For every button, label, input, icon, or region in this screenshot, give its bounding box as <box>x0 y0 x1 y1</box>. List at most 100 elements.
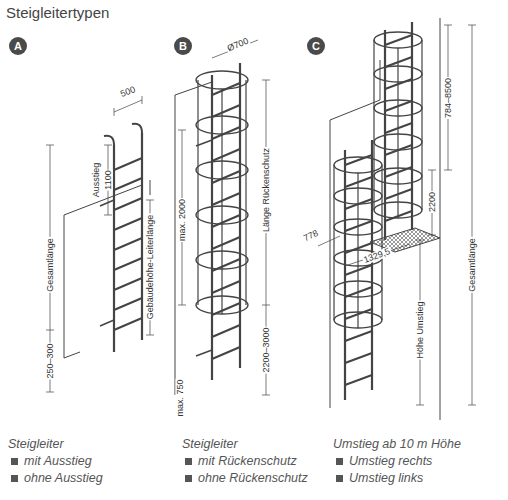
dimension-line <box>416 240 424 405</box>
dimension-line <box>318 236 340 246</box>
dimension-line <box>468 25 476 405</box>
dimension-label: Gesamtlänge <box>46 237 55 293</box>
ladder-rung <box>212 325 240 337</box>
panel-letter: B <box>174 37 192 55</box>
ladder-rung <box>345 309 372 319</box>
ladder-rail <box>141 133 143 340</box>
exit-handle <box>104 124 142 145</box>
building-outline <box>64 180 150 358</box>
wall-bracket <box>196 350 212 356</box>
dimension-line <box>178 130 186 305</box>
title: Steigleitertypen <box>6 4 109 21</box>
caption-item: Umstieg links <box>349 472 423 485</box>
ladder-rung <box>385 123 412 133</box>
ladder-rung <box>114 318 142 330</box>
panel-letter: A <box>9 37 27 55</box>
caption-item: Umstieg rechts <box>349 455 432 468</box>
cage-hoop <box>196 71 248 89</box>
wall-bracket <box>100 320 114 326</box>
cage-hoop <box>334 312 382 328</box>
dimension-line <box>444 25 452 170</box>
cage-hoop <box>334 188 382 204</box>
cage-hoop <box>374 202 422 218</box>
ladder-rung <box>385 101 412 111</box>
cage-hoop <box>196 116 248 134</box>
transfer-platform <box>370 228 440 252</box>
bullet-square <box>336 475 343 482</box>
caption-heading: Steigleiter <box>182 438 238 451</box>
cage-hoop <box>334 157 382 173</box>
cage-hoop <box>334 281 382 297</box>
ladder-rung <box>212 237 240 249</box>
dimension-label: Länge Rückenschutz <box>262 147 271 233</box>
dimension-line <box>428 170 436 235</box>
caption-item: mit Ausstieg <box>24 455 92 468</box>
dimension-label: max. 2000 <box>178 198 187 242</box>
panel-letter: C <box>307 37 325 55</box>
dimension-line <box>262 80 270 395</box>
dimension-line <box>46 145 54 392</box>
ladder-rung <box>345 353 372 363</box>
cage-hoop <box>374 66 422 82</box>
dimension-label: Gesamtlänge <box>468 237 477 293</box>
dimension-label: 2200 <box>428 191 437 213</box>
ladder-rung <box>114 218 142 230</box>
bullet-square <box>11 458 18 465</box>
ladder-rung <box>345 243 372 253</box>
ladder-rung <box>114 178 142 190</box>
ladder-rung <box>212 149 240 161</box>
dimension-label: Höhe Umstieg <box>416 300 425 359</box>
dimension-label: Ø700 <box>225 36 251 53</box>
cage-hoop <box>374 134 422 150</box>
wall-bracket <box>100 200 114 206</box>
cage-hoop <box>334 219 382 235</box>
ladder-rail <box>411 22 413 230</box>
dimension-label: 778 <box>301 228 320 243</box>
bullet-square <box>11 475 18 482</box>
dimension-label: 250–300 <box>46 342 55 379</box>
caption-item: mit Rückenschutz <box>198 455 297 468</box>
ladder-rung <box>212 105 240 117</box>
cage-hoop <box>196 251 248 269</box>
wall-outline <box>330 18 440 420</box>
ladder-rung <box>385 189 412 199</box>
caption-heading: Umstieg ab 10 m Höhe <box>333 438 461 451</box>
bullet-square <box>185 458 192 465</box>
dimension-label: 1100 <box>104 169 113 190</box>
cage-hoop <box>196 161 248 179</box>
dimension-label: 500 <box>118 85 137 99</box>
ladder-rung <box>114 298 142 310</box>
ladder-rung <box>212 281 240 293</box>
dimension-label: Gebäudehöhe-Leiterlänge <box>146 214 155 321</box>
cage-hoop <box>374 168 422 184</box>
cage-hoop <box>196 296 248 314</box>
dimension-label: max. 750 <box>176 378 185 417</box>
cage-bar <box>198 80 246 314</box>
panel-letter-circle: A <box>9 37 27 55</box>
cage-bar <box>334 40 422 328</box>
letter-circle <box>174 37 192 55</box>
ladder-rung <box>114 238 142 250</box>
letter-circle <box>307 37 325 55</box>
bullet-square <box>336 458 343 465</box>
ladder-rung <box>114 258 142 270</box>
cage-hoop <box>196 206 248 224</box>
wall-bracket <box>196 140 212 146</box>
ladder-rung <box>345 177 372 187</box>
dimension-label: 2200–3000 <box>262 326 271 373</box>
dimension-line <box>114 96 142 116</box>
dimension-label: 784–8500 <box>444 77 453 119</box>
panel-letter-circle: B <box>174 37 192 55</box>
caption-item: ohne Ausstieg <box>24 472 103 485</box>
ladder-rung <box>212 347 240 359</box>
ladder-rung <box>345 375 372 385</box>
cage-hoop <box>374 100 422 116</box>
cage-hoop <box>374 32 422 48</box>
ladder-rung <box>114 198 142 210</box>
ladder-rung <box>385 211 412 221</box>
ladder-rung <box>345 221 372 231</box>
ladder-rung <box>345 331 372 341</box>
dimension-line <box>146 200 154 335</box>
wall-outline <box>175 82 212 395</box>
